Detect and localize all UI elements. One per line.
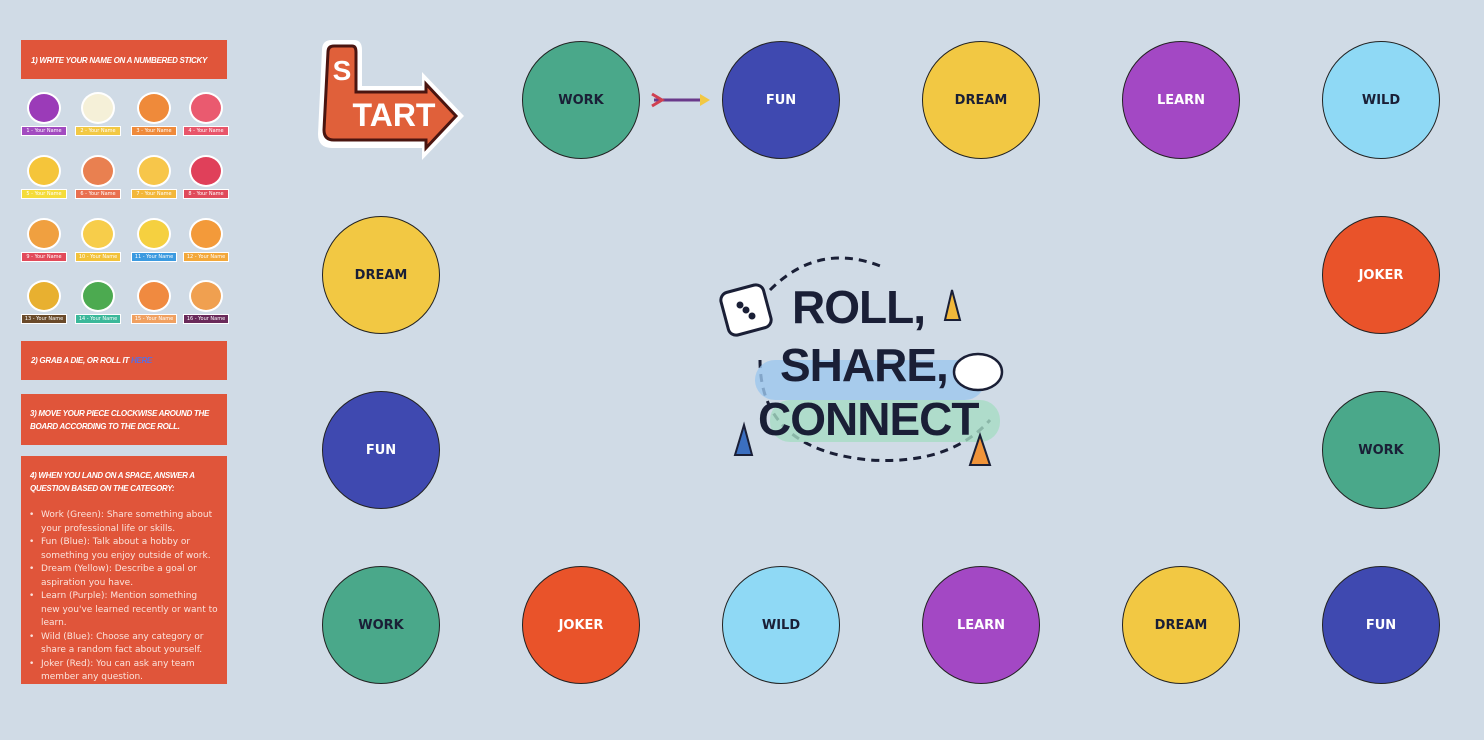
yellow-pawn-icon <box>943 289 962 321</box>
chat-bubble-icon <box>952 352 1004 392</box>
numbered-sticker[interactable]: 10 - Your Name <box>75 218 121 262</box>
board-space-wild[interactable]: WILD <box>1322 41 1440 159</box>
sticker-character-icon <box>27 280 61 312</box>
board-space-fun[interactable]: FUN <box>322 391 440 509</box>
sticker-character-icon <box>81 280 115 312</box>
board-space-work[interactable]: WORK <box>1322 391 1440 509</box>
category-item: Dream (Yellow): Describe a goal or aspir… <box>21 563 218 590</box>
board-space-dream[interactable]: DREAM <box>922 41 1040 159</box>
board-space-learn[interactable]: LEARN <box>922 566 1040 684</box>
sticker-label: 10 - Your Name <box>75 252 121 262</box>
step3-card: 3) Move your piece clockwise around the … <box>21 394 227 445</box>
board-space-learn[interactable]: LEARN <box>1122 41 1240 159</box>
category-item: Work (Green): Share something about your… <box>21 509 218 536</box>
board-space-wild[interactable]: WILD <box>722 566 840 684</box>
roll-share-connect-logo: ROLL, SHARE, CONNECT <box>700 250 1020 470</box>
sticker-label: 11 - Your Name <box>131 252 177 262</box>
numbered-sticker[interactable]: 2 - Your Name <box>75 92 121 136</box>
numbered-sticker[interactable]: 7 - Your Name <box>131 155 177 199</box>
sticker-label: 8 - Your Name <box>183 189 229 199</box>
roll-die-link[interactable]: here <box>130 356 152 365</box>
sticker-character-icon <box>137 280 171 312</box>
step3-text: 3) Move your piece clockwise around the … <box>30 409 209 431</box>
board-space-work[interactable]: WORK <box>522 41 640 159</box>
step1-card: 1) Write your name on a numbered sticky <box>21 40 227 79</box>
category-item: Joker (Red): You can ask any team member… <box>21 658 218 685</box>
numbered-sticker[interactable]: 5 - Your Name <box>21 155 67 199</box>
sticker-label: 1 - Your Name <box>21 126 67 136</box>
numbered-sticker[interactable]: 11 - Your Name <box>131 218 177 262</box>
sticker-character-icon <box>137 218 171 250</box>
sticker-character-icon <box>189 92 223 124</box>
sticker-label: 4 - Your Name <box>183 126 229 136</box>
orange-pawn-icon <box>968 431 992 466</box>
step1-text: 1) Write your name on a numbered sticky <box>31 56 208 65</box>
start-letter-s: S <box>333 55 352 86</box>
sticker-label: 16 - Your Name <box>183 314 229 324</box>
start-text-rest: TART <box>353 97 436 133</box>
sticker-character-icon <box>189 155 223 187</box>
sticker-label: 5 - Your Name <box>21 189 67 199</box>
board-space-joker[interactable]: JOKER <box>522 566 640 684</box>
sticker-label: 3 - Your Name <box>131 126 177 136</box>
numbered-sticker[interactable]: 14 - Your Name <box>75 280 121 324</box>
numbered-sticker[interactable]: 8 - Your Name <box>183 155 229 199</box>
numbered-sticker[interactable]: 4 - Your Name <box>183 92 229 136</box>
category-item: Learn (Purple): Mention something new yo… <box>21 590 218 631</box>
sticker-character-icon <box>189 218 223 250</box>
category-item: Wild (Blue): Choose any category or shar… <box>21 631 218 658</box>
numbered-sticker[interactable]: 6 - Your Name <box>75 155 121 199</box>
sticker-label: 13 - Your Name <box>21 314 67 324</box>
category-list: Work (Green): Share something about your… <box>21 509 218 685</box>
board-space-fun[interactable]: FUN <box>722 41 840 159</box>
start-sign: S TART <box>314 36 474 170</box>
numbered-sticker[interactable]: 15 - Your Name <box>131 280 177 324</box>
sticker-character-icon <box>27 218 61 250</box>
sticker-character-icon <box>137 92 171 124</box>
numbered-sticker[interactable]: 1 - Your Name <box>21 92 67 136</box>
numbered-sticker[interactable]: 12 - Your Name <box>183 218 229 262</box>
sticker-character-icon <box>81 218 115 250</box>
step2-card: 2) Grab a die, or roll it here <box>21 341 227 380</box>
numbered-sticker[interactable]: 16 - Your Name <box>183 280 229 324</box>
sticker-character-icon <box>27 92 61 124</box>
sticker-character-icon <box>81 92 115 124</box>
sticker-label: 6 - Your Name <box>75 189 121 199</box>
sticker-label: 7 - Your Name <box>131 189 177 199</box>
numbered-sticker[interactable]: 13 - Your Name <box>21 280 67 324</box>
sticker-character-icon <box>137 155 171 187</box>
sticker-character-icon <box>27 155 61 187</box>
sticker-label: 15 - Your Name <box>131 314 177 324</box>
arrow-icon <box>651 92 710 108</box>
board-space-joker[interactable]: JOKER <box>1322 216 1440 334</box>
sticker-character-icon <box>81 155 115 187</box>
category-item: Fun (Blue): Talk about a hobby or someth… <box>21 536 218 563</box>
numbered-sticker[interactable]: 9 - Your Name <box>21 218 67 262</box>
board-space-dream[interactable]: DREAM <box>322 216 440 334</box>
sticker-label: 9 - Your Name <box>21 252 67 262</box>
numbered-sticker[interactable]: 3 - Your Name <box>131 92 177 136</box>
sticker-label: 12 - Your Name <box>183 252 229 262</box>
board-space-fun[interactable]: FUN <box>1322 566 1440 684</box>
step4-card: 4) When you land on a space, answer a qu… <box>21 456 227 684</box>
sticker-character-icon <box>189 280 223 312</box>
sticker-label: 14 - Your Name <box>75 314 121 324</box>
board-space-dream[interactable]: DREAM <box>1122 566 1240 684</box>
step4-text: 4) When you land on a space, answer a qu… <box>30 471 195 493</box>
blue-pawn-icon <box>733 421 754 456</box>
step2-text: 2) Grab a die, or roll it here <box>31 356 152 365</box>
sticker-label: 2 - Your Name <box>75 126 121 136</box>
board-space-work[interactable]: WORK <box>322 566 440 684</box>
